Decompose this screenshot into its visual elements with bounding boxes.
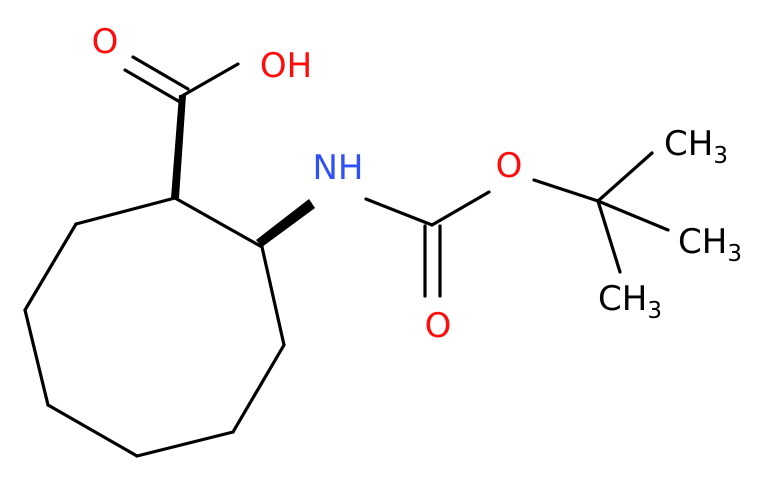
ester-oxygen-label: O <box>496 146 523 186</box>
methyl-2-label: CH3 <box>678 222 742 267</box>
methyl-3-label: CH3 <box>598 279 662 324</box>
carboxylic-acid-group: O OH <box>92 22 312 198</box>
wedge-bond-amine <box>256 199 315 247</box>
ring-bond-2 <box>260 245 286 347</box>
wedge-bond-acid <box>171 95 186 198</box>
boc-amino-group: NH O O <box>256 146 600 346</box>
n-to-carbonyl-bond <box>364 197 434 227</box>
tbutyl-bond-methyl-2 <box>596 199 670 232</box>
ring-bond-7 <box>23 222 78 312</box>
carbonyl-to-ester-oxygen-bond <box>430 190 491 227</box>
amine-nh-label: NH <box>313 148 364 188</box>
acid-carbonyl-oxygen-label: O <box>92 22 119 62</box>
tbutyl-bond-methyl-3 <box>596 199 622 274</box>
tbutyl-bond-methyl-1 <box>596 151 654 203</box>
acid-single-bond <box>180 62 240 98</box>
ring-bond-6 <box>23 308 50 407</box>
ring-bond-3 <box>231 343 286 434</box>
hydroxyl-label: OH <box>260 46 312 86</box>
tert-butyl-group: CH3 CH3 CH3 <box>596 124 742 324</box>
acid-double-bond-a <box>131 55 190 91</box>
acid-double-bond-b <box>123 68 182 104</box>
ring-bond-5 <box>46 403 139 458</box>
ring-bond-8 <box>74 196 177 226</box>
methyl-1-label: CH3 <box>664 124 728 169</box>
ester-oxygen-to-tbutyl-bond <box>532 178 600 203</box>
carbamate-carbonyl-oxygen-label: O <box>425 306 452 346</box>
cyclooctane-ring <box>23 196 286 458</box>
ring-bond-4 <box>135 430 235 458</box>
ring-bond-1 <box>173 196 264 249</box>
